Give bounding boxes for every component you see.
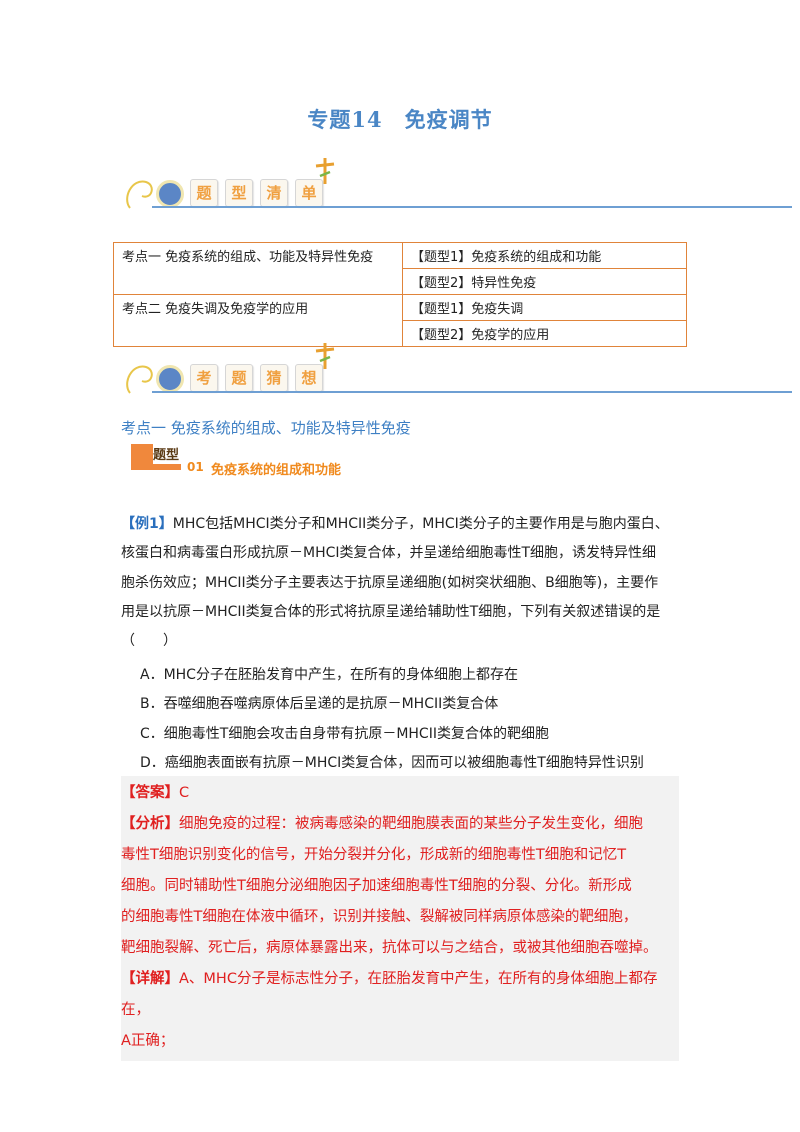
banner-char: 题 xyxy=(225,364,253,392)
answer-value: C xyxy=(179,785,190,801)
table-cell-type: 【题型2】特异性免疫 xyxy=(402,268,687,295)
table-cell-topic: 考点一 免疫系统的组成、功能及特异性免疫 xyxy=(113,242,403,295)
type-heading-label: 题型 xyxy=(153,448,180,463)
page-title: 专题14 免疫调节 xyxy=(307,107,493,132)
question-type-list-banner: 题 型 清 单 xyxy=(122,158,792,216)
question-line: 【例1】MHC包括MHCI类分子和MHCII类分子，MHCI类分子的主要作用是与… xyxy=(121,516,669,532)
example-tag: 【例1】 xyxy=(121,516,173,532)
type-heading-block xyxy=(131,444,153,464)
bullet-circle-icon xyxy=(156,365,184,393)
cross-decoration-icon xyxy=(315,343,335,369)
type-heading-title: 免疫系统的组成和功能 xyxy=(211,463,342,478)
type-heading-number: 01 xyxy=(187,460,204,474)
type-heading-bar xyxy=(131,464,181,470)
analysis-line: 靶细胞裂解、死亡后，病原体暴露出来，抗体可以与之结合，或被其他细胞吞噬掉。 xyxy=(121,940,658,956)
question-line: 用是以抗原－MHCII类复合体的形式将抗原呈递给辅助性T细胞，下列有关叙述错误的… xyxy=(121,603,661,620)
banner-char: 型 xyxy=(225,179,253,207)
divider xyxy=(152,391,792,393)
table-cell-type: 【题型1】免疫失调 xyxy=(402,294,687,321)
exam-prediction-banner: 考 题 猜 想 xyxy=(122,343,792,401)
answer-block: 【答案】C 【分析】细胞免疫的过程：被病毒感染的靶细胞膜表面的某些分子发生变化，… xyxy=(121,776,679,1061)
table-cell-type: 【题型2】免疫学的应用 xyxy=(402,320,687,347)
option-d: D．癌细胞表面嵌有抗原－MHCI类复合体，因而可以被细胞毒性T细胞特异性识别 xyxy=(140,754,644,771)
banner-char: 想 xyxy=(295,364,323,392)
swirl-decoration-icon xyxy=(126,365,153,394)
table-cell-type: 【题型1】免疫系统的组成和功能 xyxy=(402,242,687,269)
detail-line: 【详解】A、MHC分子是标志性分子，在胚胎发育中产生，在所有的身体细胞上都存在， xyxy=(121,971,658,1018)
cross-decoration-icon xyxy=(315,158,335,184)
bullet-circle-icon xyxy=(156,180,184,208)
detail-line: A正确； xyxy=(121,1033,175,1049)
swirl-decoration-icon xyxy=(126,180,153,209)
question-line: （ ） xyxy=(121,633,177,650)
question-line: 核蛋白和病毒蛋白形成抗原－MHCI类复合体，并呈递给细胞毒性T细胞，诱发特异性细 xyxy=(121,545,657,562)
analysis-line: 细胞。同时辅助性T细胞分泌细胞因子加速细胞毒性T细胞的分裂、分化。新形成 xyxy=(121,878,632,894)
banner-char: 题 xyxy=(190,179,218,207)
question-stem: 【例1】MHC包括MHCI类分子和MHCII类分子，MHCI类分子的主要作用是与… xyxy=(121,510,691,656)
detail-tag: 【详解】 xyxy=(121,971,179,987)
table-cell-topic: 考点二 免疫失调及免疫学的应用 xyxy=(113,294,403,347)
banner-char: 猜 xyxy=(260,364,288,392)
topic-table: 考点一 免疫系统的组成、功能及特异性免疫 【题型1】免疫系统的组成和功能 【题型… xyxy=(113,242,687,347)
banner-char: 清 xyxy=(260,179,288,207)
analysis-line: 的细胞毒性T细胞在体液中循环，识别并接触、裂解被同样病原体感染的靶细胞， xyxy=(121,909,638,925)
analysis-line: 毒性T细胞识别变化的信号，开始分裂并分化，形成新的细胞毒性T细胞和记忆T xyxy=(121,847,627,863)
answer-line: 【答案】C xyxy=(121,778,679,809)
banner-char: 考 xyxy=(190,364,218,392)
answer-options: A．MHC分子在胚胎发育中产生，在所有的身体细胞上都存在 B．吞噬细胞吞噬病原体… xyxy=(140,661,700,778)
analysis-tag: 【分析】 xyxy=(121,816,179,832)
question-line: 胞杀伤效应；MHCII类分子主要表达于抗原呈递细胞(如树突状细胞、B细胞等)，主… xyxy=(121,574,659,591)
type-heading: 题型 01 免疫系统的组成和功能 xyxy=(131,444,431,478)
analysis-line: 【分析】细胞免疫的过程：被病毒感染的靶细胞膜表面的某些分子发生变化，细胞 xyxy=(121,816,643,832)
section-heading: 考点一 免疫系统的组成、功能及特异性免疫 xyxy=(121,419,411,437)
option-b: B．吞噬细胞吞噬病原体后呈递的是抗原－MHCII类复合体 xyxy=(140,696,499,713)
option-c: C．细胞毒性T细胞会攻击自身带有抗原－MHCII类复合体的靶细胞 xyxy=(140,725,549,742)
option-a: A．MHC分子在胚胎发育中产生，在所有的身体细胞上都存在 xyxy=(140,667,518,683)
divider xyxy=(152,206,792,208)
banner-char: 单 xyxy=(295,179,323,207)
answer-tag: 【答案】 xyxy=(121,785,179,801)
